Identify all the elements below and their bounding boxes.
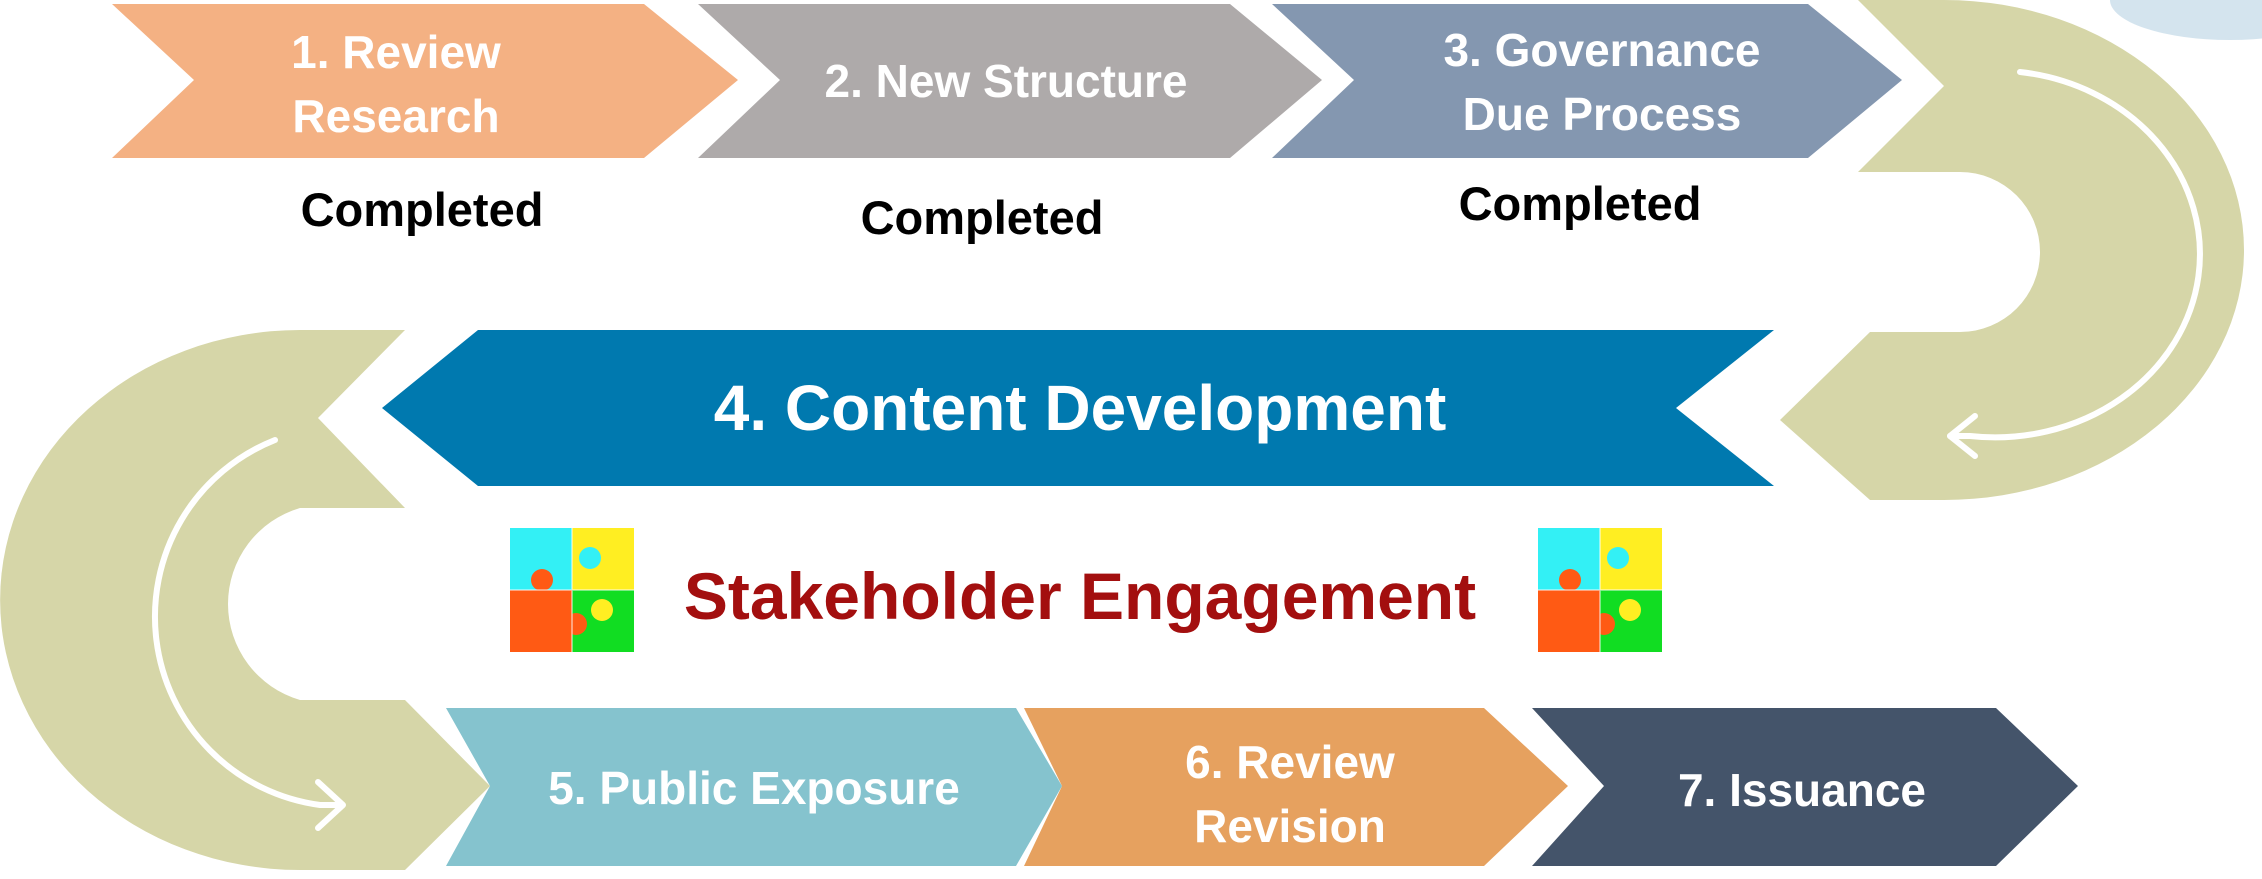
step-6-label-line1: 6. Review	[1185, 736, 1395, 788]
step-5-label: 5. Public Exposure	[548, 762, 960, 814]
step-4-label: 4. Content Development	[714, 372, 1447, 444]
step-1-shape	[112, 4, 738, 158]
step-6-shape	[1024, 708, 1568, 866]
step-7-shape	[1532, 708, 2078, 866]
puzzle-icon	[1538, 528, 1662, 652]
step-1-label-line1: 1. Review	[291, 26, 501, 78]
step-3-governance-due-process: 3. Governance Due Process	[1272, 4, 1902, 158]
step-5-shape	[446, 708, 1062, 866]
step-2-shape	[698, 4, 1322, 158]
step-3-label-line2: Due Process	[1463, 88, 1742, 140]
decorative-blob	[2110, 0, 2262, 40]
step-7-label: 7. Issuance	[1678, 764, 1926, 816]
step-1-review-research: 1. Review Research	[112, 4, 738, 158]
left-connector-icon	[0, 330, 490, 870]
right-connector-icon	[1780, 0, 2244, 500]
step-1-label-line2: Research	[292, 90, 499, 142]
stakeholder-engagement-label: Stakeholder Engagement	[683, 559, 1477, 633]
step-2-new-structure: 2. New Structure	[698, 4, 1322, 158]
step-7-issuance: 7. Issuance	[1532, 708, 2078, 866]
step-3-shape	[1272, 4, 1902, 158]
step-4-shape	[382, 330, 1774, 486]
puzzle-icon	[510, 528, 634, 652]
step-2-label: 2. New Structure	[825, 55, 1188, 107]
step-3-label-line1: 3. Governance	[1443, 24, 1760, 76]
step-5-public-exposure: 5. Public Exposure	[446, 708, 1062, 866]
step-6-label-line2: Revision	[1194, 800, 1386, 852]
step-2-status: Completed	[860, 191, 1104, 244]
step-6-review-revision: 6. Review Revision	[1024, 708, 1568, 866]
step-4-content-development: 4. Content Development	[382, 330, 1774, 486]
step-3-status: Completed	[1458, 177, 1702, 230]
step-1-status: Completed	[300, 183, 544, 236]
